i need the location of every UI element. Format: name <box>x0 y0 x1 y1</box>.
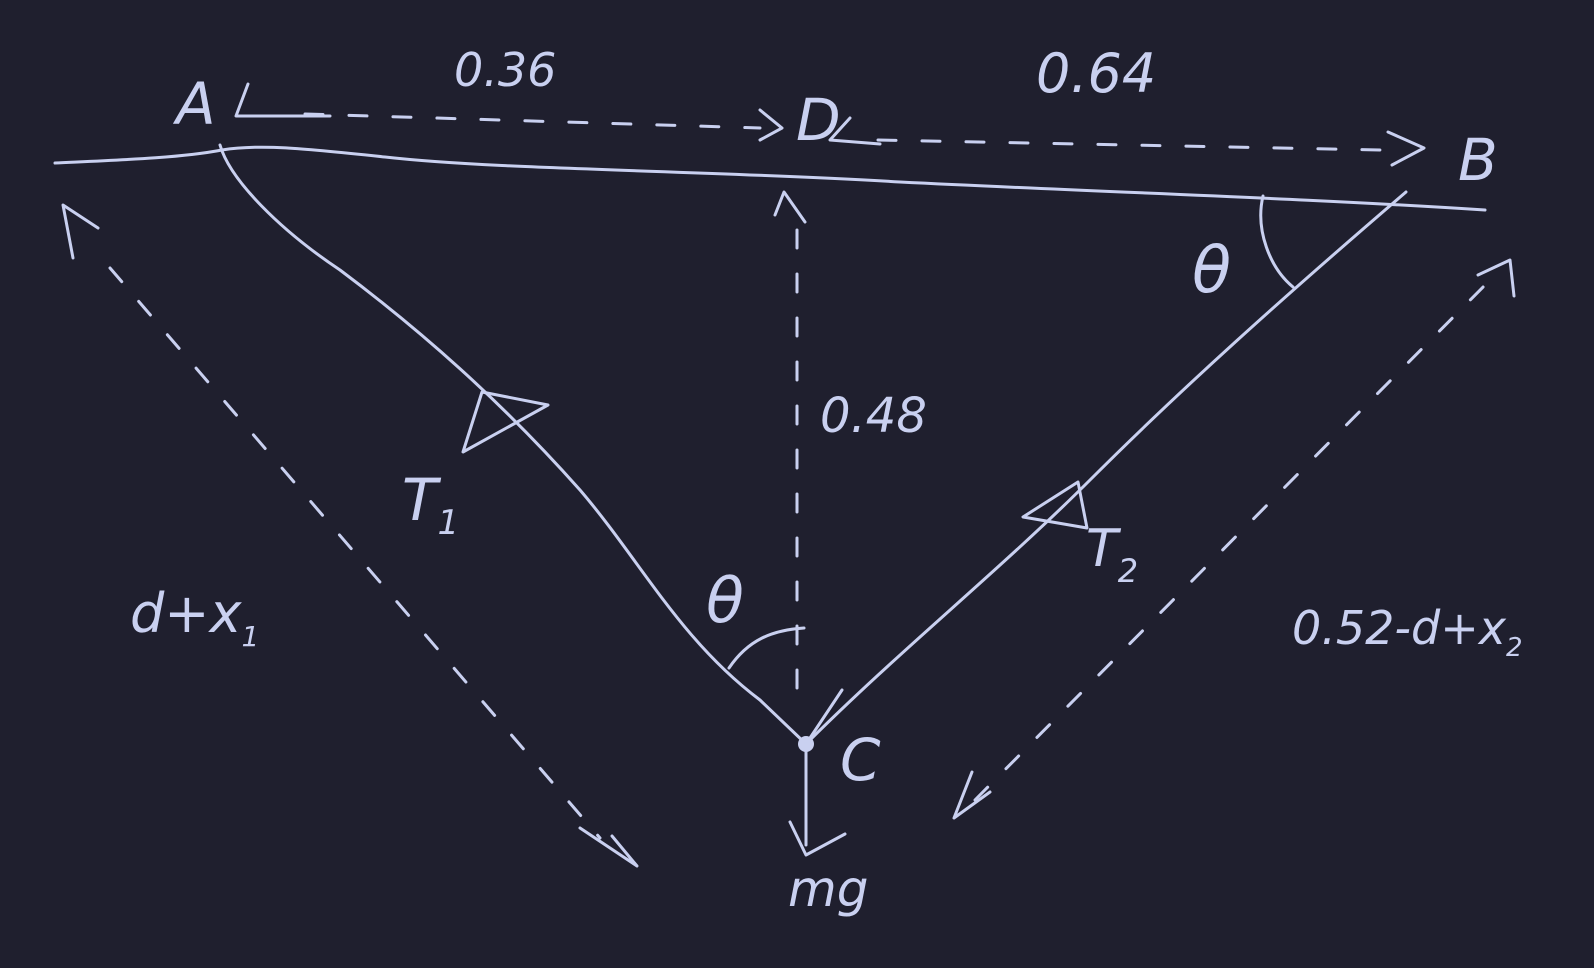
force-label-t1: T1 <box>402 466 459 543</box>
ad-dimension-line <box>303 112 762 130</box>
cb-arrow-bottom-icon <box>952 770 992 820</box>
length-dc: 0.48 <box>820 388 927 444</box>
force-label-t2: T2 <box>1086 519 1138 590</box>
point-label-b: B <box>1458 126 1498 194</box>
point-label-d: D <box>796 86 841 154</box>
ceiling-line <box>53 145 1487 212</box>
ac-arrow-top-icon <box>61 203 100 260</box>
db-arrow-left-icon <box>828 116 882 146</box>
angle-label-b: θ <box>1192 234 1231 308</box>
length-ac: d+x1 <box>130 582 259 653</box>
db-arrow-right-icon <box>1386 130 1426 167</box>
weight-arrow-head-icon <box>788 820 847 857</box>
tension-arrow-t2-icon <box>1021 480 1089 530</box>
length-cb: 0.52-d+x2 <box>1292 601 1523 663</box>
cb-arrow-top-icon <box>1476 258 1516 298</box>
ad-arrow-right-icon <box>758 108 784 142</box>
ac-dimension-line <box>108 266 602 840</box>
force-label-weight: mg <box>788 860 868 918</box>
angle-arc-b <box>1259 194 1295 289</box>
mass-point-tick <box>804 688 844 746</box>
point-label-a: A <box>172 70 216 138</box>
tension-arrow-t1-icon <box>461 390 550 454</box>
cb-dimension-line <box>973 278 1492 802</box>
angle-arc-c <box>727 626 806 670</box>
ad-arrow-left-icon <box>234 82 332 118</box>
length-ad: 0.36 <box>454 43 556 97</box>
string-ac <box>218 143 808 746</box>
string-cb <box>804 190 1408 746</box>
angle-label-c: θ <box>706 564 744 637</box>
db-dimension-line <box>876 138 1382 152</box>
length-db: 0.64 <box>1036 42 1156 105</box>
point-label-c: C <box>840 726 881 794</box>
ac-arrow-bottom-icon <box>578 826 639 868</box>
height-arrow-head-icon <box>773 190 807 224</box>
